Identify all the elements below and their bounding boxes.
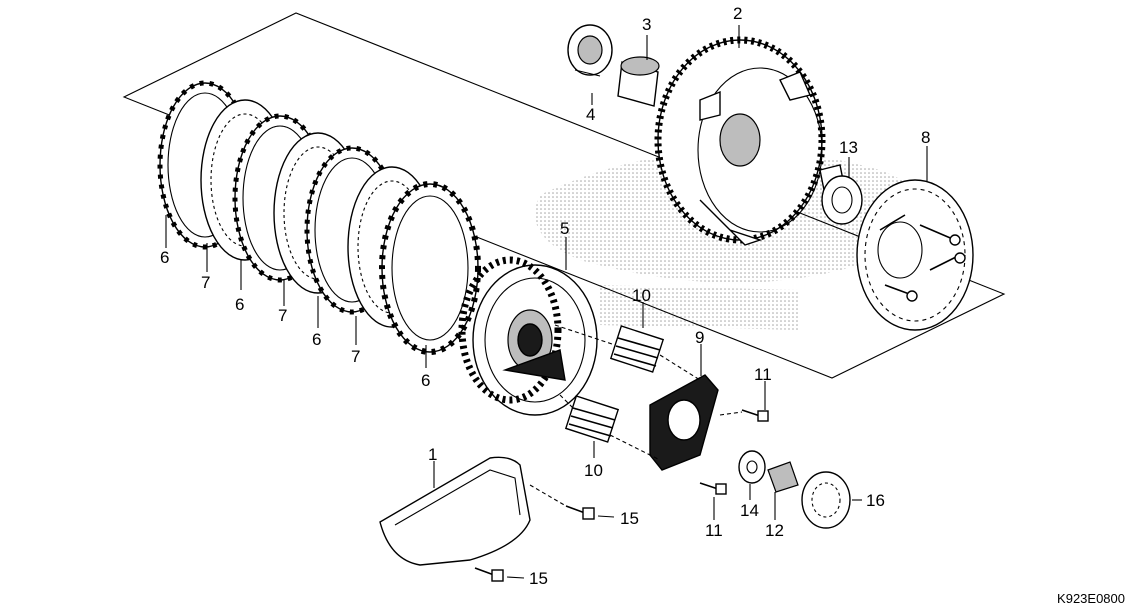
collar [567, 24, 613, 77]
callout-7: 7 [201, 273, 211, 292]
callout-4: 4 [586, 105, 596, 124]
cover [379, 456, 531, 566]
thrust-washer [821, 175, 863, 225]
screw-upper [565, 505, 595, 520]
pressure-plate [856, 179, 974, 331]
washer [738, 450, 766, 484]
callout-6: 6 [235, 295, 245, 314]
friction-disc-stack [157, 80, 481, 355]
callout-2: 2 [733, 4, 743, 23]
leader-lines [165, 25, 928, 579]
assembly-frame [122, 12, 1006, 379]
callout-10: 10 [584, 461, 603, 480]
callout-3: 3 [642, 15, 652, 34]
clutch-spring-upper [609, 325, 665, 373]
clutch-spring-lower [564, 395, 620, 443]
callout-11: 11 [754, 365, 772, 384]
callout-5: 5 [560, 219, 570, 238]
callout-13: 13 [839, 138, 858, 157]
callout-16: 16 [866, 491, 885, 510]
callout-11: 11 [705, 521, 723, 540]
callout-15: 15 [620, 509, 639, 528]
callout-1: 1 [428, 445, 438, 464]
clutch-lifter [767, 461, 799, 493]
bearing [801, 471, 851, 529]
callout-9: 9 [695, 328, 705, 347]
callout-15: 15 [529, 569, 548, 588]
clutch-center [458, 256, 598, 416]
callout-8: 8 [921, 128, 931, 147]
callout-6: 6 [312, 330, 322, 349]
callout-12: 12 [765, 521, 784, 540]
callout-6: 6 [421, 371, 431, 390]
bolt-upper [741, 409, 769, 422]
screw-lower [474, 567, 504, 582]
callout-6: 6 [160, 248, 170, 267]
callout-10: 10 [632, 286, 651, 305]
callout-7: 7 [351, 347, 361, 366]
callout-7: 7 [278, 306, 288, 325]
bolt-lower [699, 482, 727, 495]
lifter-plate [649, 374, 719, 471]
callout-14: 14 [740, 501, 759, 520]
diagram-code: K923E0800 [1057, 591, 1125, 606]
clutch-outer [654, 36, 846, 246]
bushing [617, 56, 660, 107]
